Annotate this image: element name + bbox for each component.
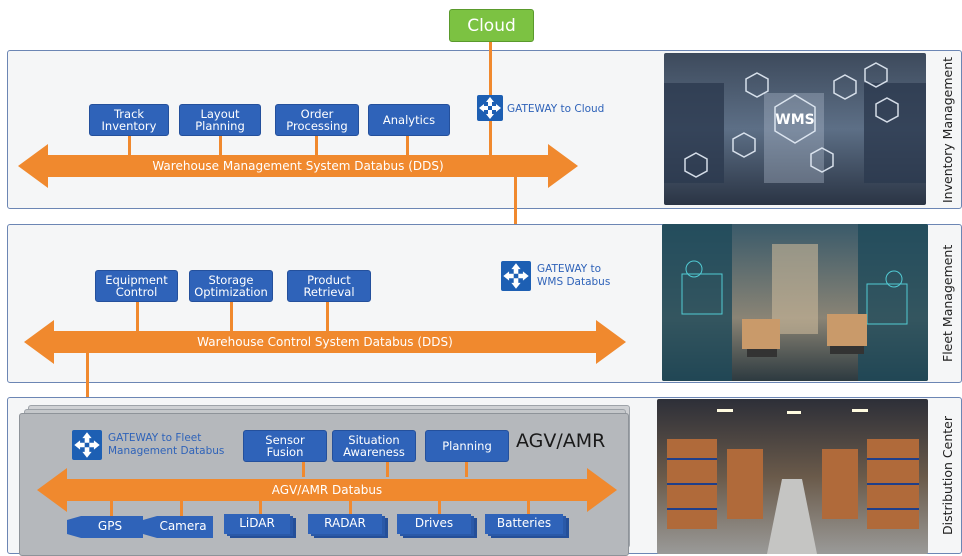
planning-box: Planning xyxy=(425,430,509,462)
drives-label: Drives xyxy=(414,516,454,530)
batteries-sensor: Batteries xyxy=(485,514,569,538)
batteries-label: Batteries xyxy=(496,516,552,530)
bus-connector xyxy=(326,302,329,332)
gateway-cloud-label: GATEWAY to Cloud xyxy=(507,103,605,115)
situation-awareness-box: Situation Awareness xyxy=(332,430,416,462)
cloud-node: Cloud xyxy=(449,9,534,42)
bus-connector xyxy=(438,500,441,516)
camera-sensor: Camera xyxy=(143,516,213,538)
wms-databus xyxy=(18,144,578,188)
bus-connector xyxy=(465,461,468,477)
wms-photo: WMS xyxy=(664,53,926,205)
distribution-photo xyxy=(657,399,928,554)
bus-connector xyxy=(136,302,139,332)
radar-label: RADAR xyxy=(324,516,366,530)
product-retrieval-box: Product Retrieval xyxy=(287,270,371,302)
bus-connector xyxy=(386,461,389,477)
bus-connector xyxy=(527,500,530,516)
agv-amr-title: AGV/AMR xyxy=(516,430,606,452)
bus-connector xyxy=(110,500,113,516)
bus-connector xyxy=(219,135,222,159)
gateway-wms-label-2: WMS Databus xyxy=(537,276,611,288)
bus-connector xyxy=(406,135,409,159)
radar-sensor: RADAR xyxy=(308,514,388,538)
bus-connector xyxy=(259,500,262,516)
analytics-box: Analytics xyxy=(368,104,450,136)
bus-connector xyxy=(349,500,352,516)
fleet-management-label: Fleet Management xyxy=(940,244,955,363)
order-processing-box: Order Processing xyxy=(275,104,359,136)
layout-planning-box: Layout Planning xyxy=(179,104,261,136)
bus-connector xyxy=(180,500,183,516)
inventory-management-label: Inventory Management xyxy=(940,56,955,203)
wms-photo-text: WMS xyxy=(775,112,814,128)
gps-sensor: GPS xyxy=(67,516,143,538)
bus-connector xyxy=(128,135,131,159)
gateway-fleet-label-1: GATEWAY to Fleet xyxy=(108,432,202,444)
bus-connector xyxy=(315,135,318,159)
camera-label: Camera xyxy=(159,519,207,533)
bus-connector xyxy=(230,302,233,332)
sensor-fusion-box: Sensor Fusion xyxy=(243,430,327,462)
fleet-photo xyxy=(662,224,928,381)
storage-optimization-box: Storage Optimization xyxy=(189,270,273,302)
wcs-databus-label: Warehouse Control System Databus (DDS) xyxy=(197,335,453,349)
track-inventory-box: Track Inventory xyxy=(89,104,169,136)
gateway-fleet-icon xyxy=(72,430,102,460)
wcs-databus xyxy=(24,320,626,364)
gateway-wms-label-1: GATEWAY to xyxy=(537,263,602,275)
gateway-wms-icon xyxy=(501,261,531,291)
gateway-cloud-icon xyxy=(477,95,503,121)
gps-label: GPS xyxy=(97,519,123,533)
equipment-control-box: Equipment Control xyxy=(95,270,178,302)
bus-connector xyxy=(302,461,305,477)
wms-databus-label: Warehouse Management System Databus (DDS… xyxy=(152,159,444,173)
gateway-fleet-label-2: Management Databus xyxy=(108,445,225,457)
distribution-center-label: Distribution Center xyxy=(940,416,955,535)
cloud-label: Cloud xyxy=(467,15,516,36)
agv-amr-databus-label: AGV/AMR Databus xyxy=(271,483,383,497)
agv-amr-databus xyxy=(37,468,617,512)
lidar-sensor: LiDAR xyxy=(224,514,296,538)
lidar-label: LiDAR xyxy=(239,516,275,530)
drives-sensor: Drives xyxy=(397,514,477,538)
